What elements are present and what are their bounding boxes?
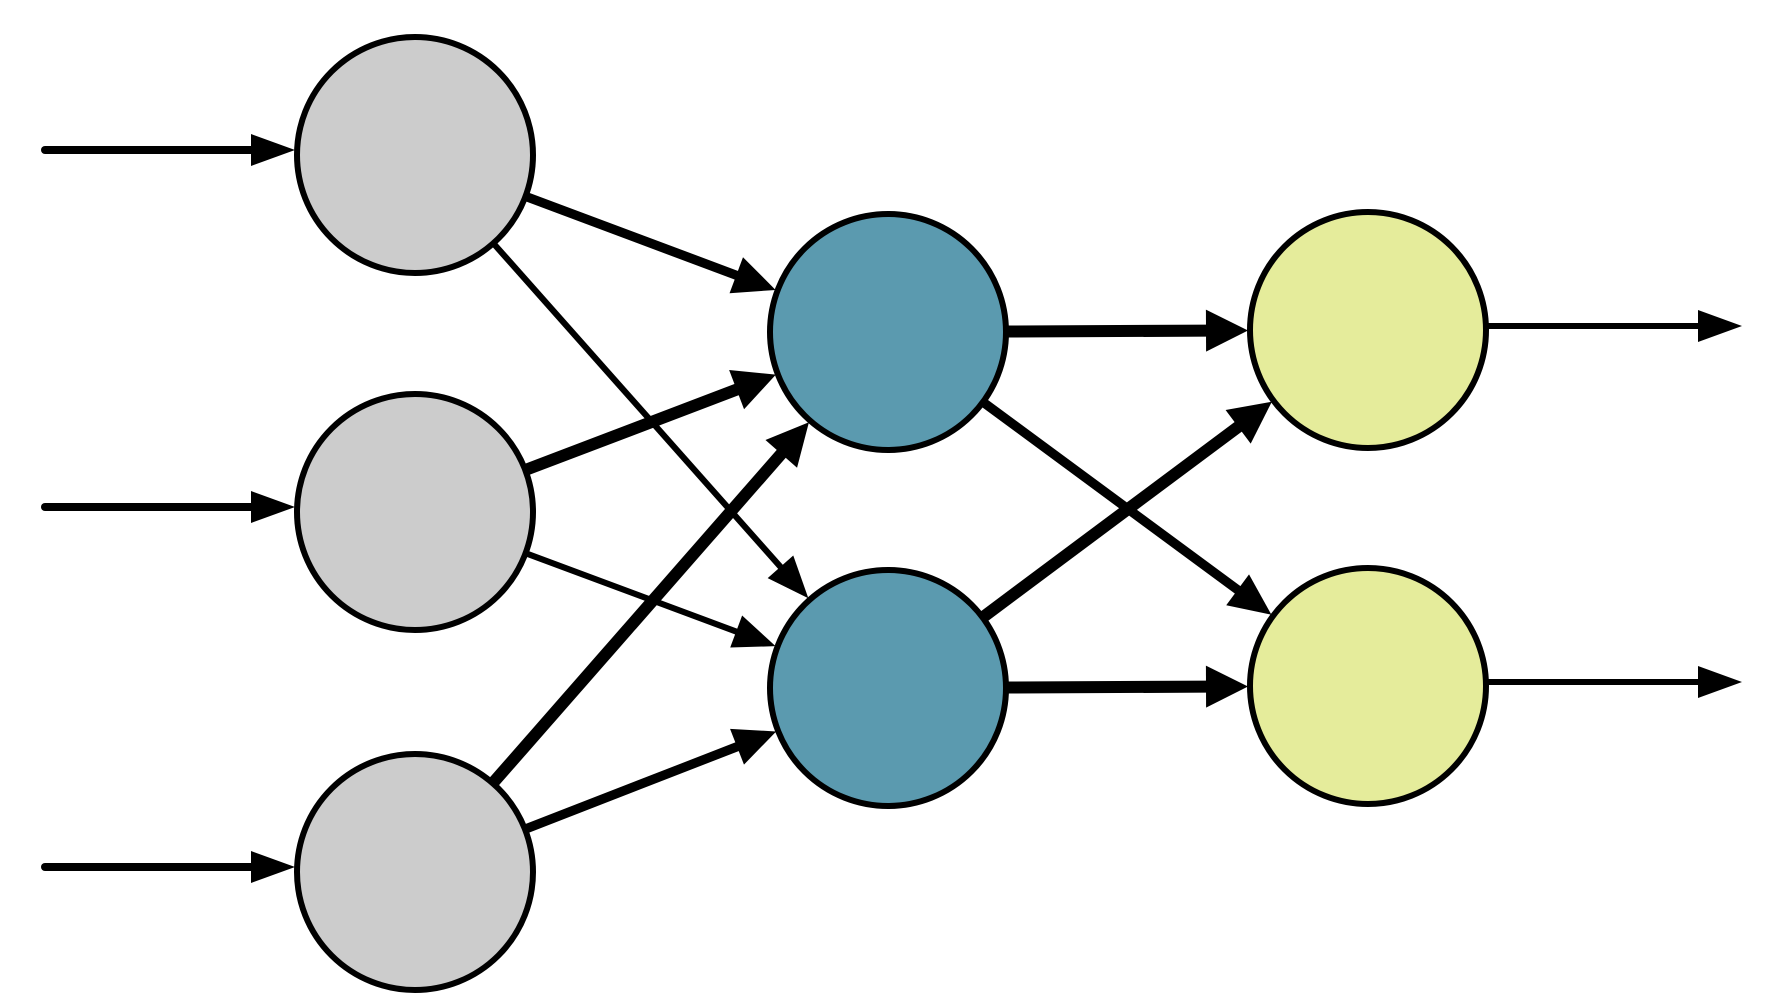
connection-input-1-to-hidden-1 (526, 550, 740, 636)
arrowhead-input-0-to-hidden-0 (729, 257, 776, 294)
hidden-node-0 (767, 211, 1009, 453)
arrowhead-hidden-1-to-output-0 (1225, 401, 1272, 444)
connection-hidden-1-to-output-0 (980, 420, 1244, 622)
connection-input-2-to-hidden-1 (525, 741, 741, 833)
arrowhead-input-1-to-hidden-0 (729, 369, 776, 410)
output-node-1 (1247, 565, 1489, 807)
connection-hidden-0-to-output-1 (981, 399, 1242, 595)
input-node-0 (294, 34, 536, 276)
connection-hidden-0-to-output-0 (1007, 324, 1209, 338)
output-arrowhead-0 (1698, 310, 1742, 342)
input-arrowhead-0 (251, 134, 295, 166)
input-arrowhead-2 (251, 851, 295, 883)
arrowhead-input-2-to-hidden-0 (765, 422, 809, 468)
input-node-2 (294, 751, 536, 993)
io-arrows-layer (41, 134, 1742, 883)
nodes-layer (294, 34, 1489, 993)
arrowhead-input-0-to-hidden-1 (767, 555, 809, 599)
connection-input-0-to-hidden-0 (525, 192, 740, 281)
connection-input-0-to-hidden-1 (492, 242, 785, 571)
arrowhead-input-1-to-hidden-1 (730, 615, 776, 648)
output-arrowhead-1 (1698, 666, 1742, 698)
arrowhead-hidden-0-to-output-1 (1226, 574, 1272, 615)
connection-hidden-1-to-output-1 (1007, 680, 1209, 694)
hidden-node-1 (767, 567, 1009, 809)
arrowhead-input-2-to-hidden-1 (730, 728, 777, 765)
arrowhead-hidden-0-to-output-0 (1205, 309, 1249, 352)
input-arrowhead-1 (251, 491, 295, 523)
connection-input-2-to-hidden-0 (489, 448, 788, 786)
input-node-1 (294, 391, 536, 633)
output-node-0 (1247, 209, 1489, 451)
connections-layer (489, 192, 1272, 833)
connection-input-1-to-hidden-0 (525, 383, 741, 475)
arrowhead-hidden-1-to-output-1 (1205, 665, 1249, 708)
